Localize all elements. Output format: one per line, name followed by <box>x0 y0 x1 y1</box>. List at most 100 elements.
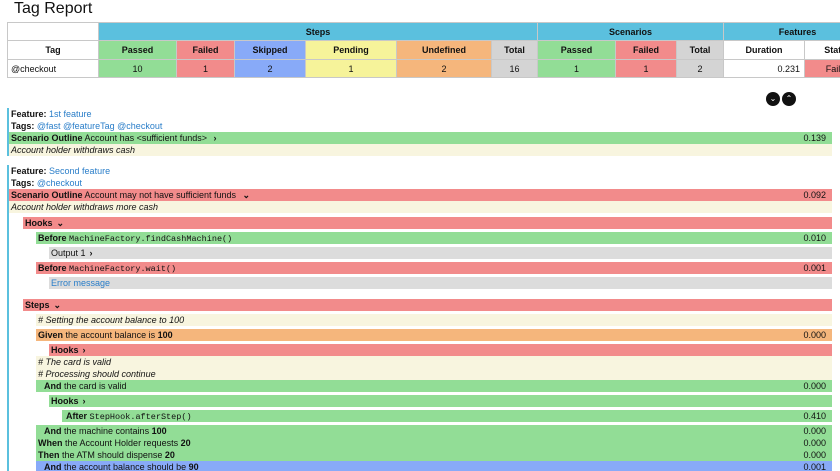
step-arg: 100 <box>151 426 167 436</box>
col-steps-failed[interactable]: Failed <box>176 40 235 60</box>
col-status[interactable]: Status <box>804 40 840 60</box>
col-steps-skipped[interactable]: Skipped <box>234 40 306 60</box>
scenario-keyword: Scenario Outline <box>11 190 83 200</box>
expand-all-chevron-down-icon[interactable]: ⌄ <box>766 92 780 106</box>
feature-keyword: Feature: <box>11 166 47 176</box>
tag-summary-table: Steps Scenarios Features Tag Passed Fail… <box>7 22 840 78</box>
cell-status: Failed <box>804 59 840 78</box>
col-scenarios-failed[interactable]: Failed <box>615 40 678 60</box>
feature-block-1: Feature: 1st feature Tags: @fast @featur… <box>7 108 832 156</box>
step-comment: # Processing should continue <box>36 368 832 380</box>
header-blank <box>7 22 99 41</box>
feature-header: Feature: Second feature <box>9 165 832 177</box>
expand-collapse-controls: ⌄ ⌃ <box>766 92 796 106</box>
feature-keyword: Feature: <box>11 109 47 119</box>
cell-duration: 0.231 <box>723 59 806 78</box>
step-text: the Account Holder requests <box>65 438 181 448</box>
step-row[interactable]: And the card is valid 0.000 <box>36 380 832 392</box>
group-steps-header: Steps <box>97 22 539 41</box>
hook-keyword: After <box>66 411 88 421</box>
before-hook-row[interactable]: Before MachineFactory.findCashMachine() … <box>36 232 832 244</box>
spacer <box>9 289 832 299</box>
error-message-toggle[interactable]: Error message <box>49 277 832 289</box>
scenario-name: Account may not have sufficient funds <box>84 190 236 200</box>
step-duration: 0.000 <box>803 330 826 340</box>
step-row[interactable]: Given the account balance is 100 0.000 <box>36 329 832 341</box>
feature-block-2: Feature: Second feature Tags: @checkout … <box>7 165 832 471</box>
cell-tag-link[interactable]: @checkout <box>7 59 99 78</box>
step-keyword: And <box>44 381 62 391</box>
step-row[interactable]: When the Account Holder requests 20 0.00… <box>36 437 832 449</box>
step-row[interactable]: Then the ATM should dispense 20 0.000 <box>36 449 832 461</box>
step-keyword: When <box>38 438 63 448</box>
col-steps-passed[interactable]: Passed <box>98 40 177 60</box>
cell-steps-passed: 10 <box>98 59 177 78</box>
step-comment: # Setting the account balance to 100 <box>36 314 832 326</box>
feature-tags: Tags: @fast @featureTag @checkout <box>9 120 832 132</box>
col-steps-pending[interactable]: Pending <box>305 40 397 60</box>
description-text: Account holder withdraws cash <box>11 145 136 155</box>
hooks-toggle[interactable]: Hooks⌄ <box>23 217 832 229</box>
step-hooks-toggle[interactable]: Hooks› <box>49 344 832 356</box>
step-row[interactable]: And the account balance should be 90 0.0… <box>36 461 832 471</box>
feature-tags: Tags: @checkout <box>9 177 832 189</box>
chevron-down-icon: ⌄ <box>53 300 62 310</box>
group-features-header: Features <box>723 22 840 41</box>
after-hook-row[interactable]: After StepHook.afterStep() 0.410 <box>62 410 832 422</box>
cell-steps-undefined: 2 <box>396 59 492 78</box>
tags-keyword: Tags: <box>11 121 35 131</box>
chevron-right-icon[interactable]: › <box>213 133 217 143</box>
comment-text: # Setting the account balance to 100 <box>38 315 185 325</box>
feature-name-link[interactable]: Second feature <box>49 166 111 176</box>
hook-keyword: Before <box>38 233 67 243</box>
scenario-description: Account holder withdraws cash <box>9 144 832 156</box>
step-row[interactable]: And the machine contains 100 0.000 <box>36 425 832 437</box>
step-keyword: And <box>44 426 62 436</box>
steps-label: Steps <box>25 300 50 310</box>
step-duration: 0.000 <box>803 450 826 460</box>
hook-keyword: Before <box>38 263 67 273</box>
cell-steps-skipped: 2 <box>234 59 306 78</box>
scenario-row[interactable]: Scenario Outline Account may not have su… <box>9 189 832 201</box>
col-scenarios-passed[interactable]: Passed <box>537 40 617 60</box>
step-hooks-toggle[interactable]: Hooks› <box>49 395 832 407</box>
cell-scenarios-total: 2 <box>676 59 725 78</box>
scenario-row[interactable]: Scenario Outline Account has <sufficient… <box>9 132 832 144</box>
chevron-down-icon[interactable]: ⌄ <box>242 190 251 200</box>
step-duration: 0.000 <box>803 438 826 448</box>
chevron-right-icon: › <box>82 396 86 406</box>
chevron-right-icon: › <box>82 345 86 355</box>
description-text: Account holder withdraws more cash <box>11 202 159 212</box>
cell-scenarios-failed: 1 <box>615 59 678 78</box>
hook-name: MachineFactory.wait() <box>69 264 177 274</box>
feature-name-link[interactable]: 1st feature <box>49 109 92 119</box>
tags-links[interactable]: @checkout <box>36 178 83 188</box>
col-tag[interactable]: Tag <box>7 40 99 60</box>
col-steps-total[interactable]: Total <box>490 40 539 60</box>
hooks-label: Hooks <box>51 345 79 355</box>
chevron-down-icon: ⌄ <box>56 218 65 228</box>
collapse-all-chevron-up-icon[interactable]: ⌃ <box>782 92 796 106</box>
steps-toggle[interactable]: Steps⌄ <box>23 299 832 311</box>
hook-name: MachineFactory.findCashMachine() <box>69 234 233 244</box>
step-text: the card is valid <box>64 381 127 391</box>
step-text: the ATM should dispense <box>62 450 165 460</box>
step-keyword: Then <box>38 450 60 460</box>
error-message-link[interactable]: Error message <box>51 278 111 288</box>
col-steps-undefined[interactable]: Undefined <box>396 40 492 60</box>
before-hook-row[interactable]: Before MachineFactory.wait() 0.001 <box>36 262 832 274</box>
output-toggle[interactable]: Output 1› <box>49 247 832 259</box>
tags-keyword: Tags: <box>11 178 35 188</box>
tags-links[interactable]: @fast @featureTag @checkout <box>36 121 163 131</box>
col-duration[interactable]: Duration <box>723 40 806 60</box>
scenario-duration: 0.092 <box>803 190 826 200</box>
cell-steps-total: 16 <box>490 59 539 78</box>
col-scenarios-total[interactable]: Total <box>676 40 725 60</box>
scenario-name: Account has <sufficient funds> <box>84 133 207 143</box>
step-duration: 0.001 <box>803 462 826 471</box>
page-title: Tag Report <box>14 0 93 17</box>
step-arg: 100 <box>157 330 173 340</box>
cell-scenarios-passed: 1 <box>537 59 617 78</box>
step-comment: # The card is valid <box>36 356 832 368</box>
step-duration: 0.000 <box>803 426 826 436</box>
